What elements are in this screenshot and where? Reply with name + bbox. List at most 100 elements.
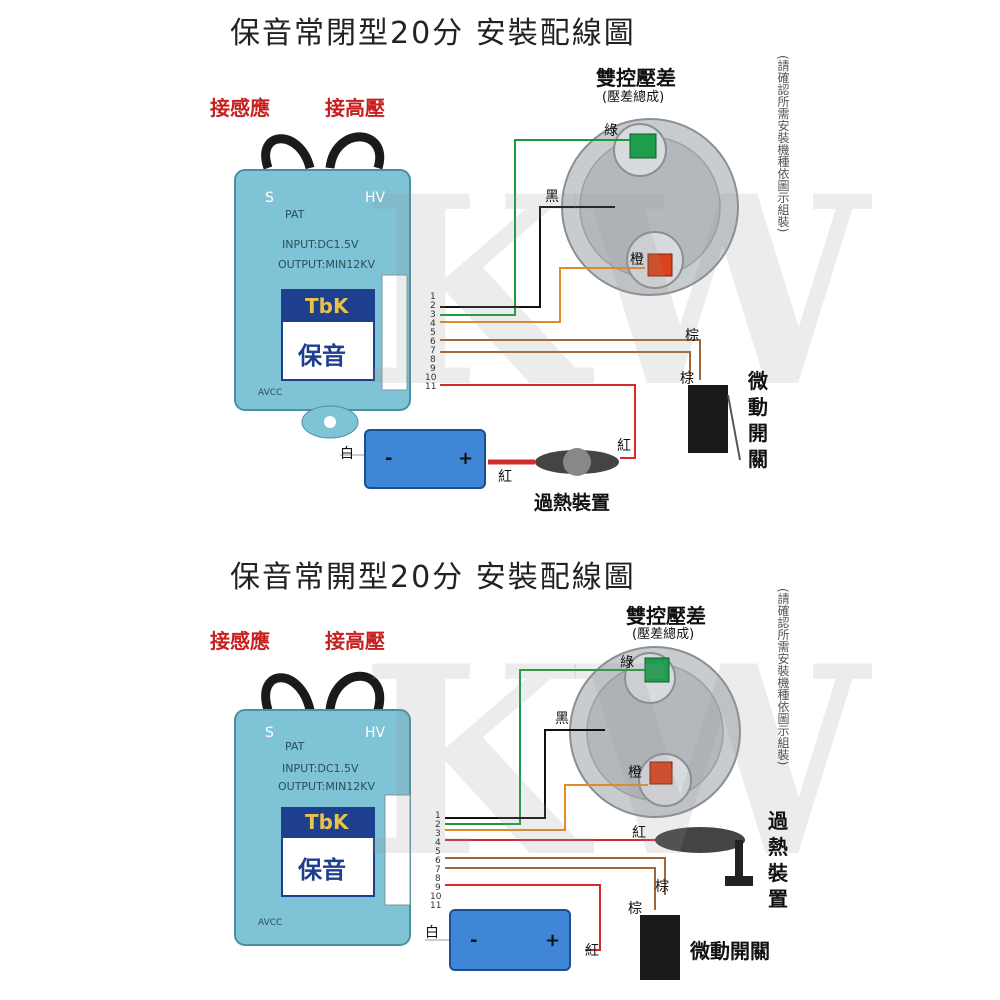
wire-label-black: 黑	[555, 711, 569, 727]
battery-plus: +	[545, 930, 561, 951]
wire-red-1	[440, 384, 636, 459]
wire-red-1	[445, 884, 601, 951]
pin-11: 11	[430, 901, 442, 911]
connector-block	[381, 274, 408, 391]
pin-9: 9	[430, 364, 436, 374]
pin-5: 5	[435, 847, 441, 857]
module-input: INPUT:DC1.5V	[282, 238, 359, 251]
overheat-label: 過熱裝置	[768, 809, 788, 911]
module-hv: HV	[365, 725, 386, 741]
orange-terminal	[647, 253, 673, 277]
side-note: (請確認所需安裝機種依圖示組裝)	[776, 588, 790, 766]
pressure-title: 雙控壓差	[626, 604, 706, 628]
wire-label-red-2: 紅	[632, 825, 646, 841]
pin-8: 8	[430, 355, 436, 365]
module-name: 保音	[298, 856, 346, 884]
pin-2: 2	[430, 301, 436, 311]
connector-block	[384, 794, 411, 906]
wire-label-orange: 橙	[630, 252, 644, 268]
hv-cables	[261, 671, 385, 712]
hv-cables	[261, 132, 385, 170]
battery-plus: +	[458, 448, 474, 469]
wire-label-white: 白	[340, 446, 354, 462]
orange-terminal	[649, 761, 673, 785]
hv-label: 接高壓	[325, 96, 385, 120]
wire-orange	[440, 267, 645, 323]
wire-orange	[445, 784, 648, 831]
wire-label-red-1: 紅	[617, 438, 631, 454]
pin-1: 1	[430, 292, 436, 302]
green-terminal	[644, 657, 670, 683]
watermark: KW	[360, 140, 869, 445]
module-name: 保音	[298, 342, 346, 370]
micro-switch	[640, 915, 680, 980]
microswitch-label: 微動開關	[748, 369, 768, 471]
wiring-panel-normally-closed: KW 保音常閉型20分 安裝配線圖 接感應 接高壓 雙控壓差 (壓差總成) (請…	[210, 16, 869, 514]
pin-1: 1	[435, 811, 441, 821]
pin-6: 6	[435, 856, 441, 866]
pin-3: 3	[430, 310, 436, 320]
wire-label-brown-2: 棕	[680, 371, 694, 387]
sensor-label: 接感應	[210, 96, 270, 120]
side-note: (請確認所需安裝機種依圖示組裝)	[776, 55, 790, 233]
green-terminal	[629, 133, 657, 159]
pin-2: 2	[435, 820, 441, 830]
overheat-device	[655, 827, 745, 853]
page-title: 保音常開型20分 安裝配線圖	[230, 560, 636, 595]
sensor-label: 接感應	[210, 629, 270, 653]
hv-label: 接高壓	[325, 629, 385, 653]
wire-label-brown-1: 棕	[685, 328, 699, 344]
wire-label-black: 黑	[545, 189, 559, 205]
wire-brown-1	[440, 339, 701, 380]
brand-box	[282, 808, 374, 838]
wire-label-green: 綠	[604, 123, 618, 139]
page-title: 保音常閉型20分 安裝配線圖	[230, 16, 636, 51]
wire-label-brown-2: 棕	[628, 901, 642, 917]
wire-black	[445, 729, 605, 819]
module-output: OUTPUT:MIN12KV	[278, 258, 376, 271]
module-brand: TbK	[305, 810, 349, 834]
module-avcc: AVCC	[258, 918, 283, 928]
pin-7: 7	[435, 865, 441, 875]
battery-box	[449, 909, 571, 971]
pin-5: 5	[430, 328, 436, 338]
wiring-panel-normally-open: KW 保音常開型20分 安裝配線圖 接感應 接高壓 雙控壓差 (壓差總成) (請…	[0, 540, 1000, 1000]
pressure-subtitle: (壓差總成)	[632, 627, 695, 642]
pin-8: 8	[435, 874, 441, 884]
module-output: OUTPUT:MIN12KV	[278, 780, 376, 793]
micro-switch	[688, 385, 728, 453]
pin-6: 6	[430, 337, 436, 347]
battery-minus: -	[470, 930, 478, 951]
overheat-label: 過熱裝置	[534, 492, 611, 514]
pressure-subtitle: (壓差總成)	[602, 90, 665, 105]
wiring-drawing	[234, 118, 741, 489]
module-hv: HV	[365, 190, 386, 206]
wire-label-orange: 橙	[628, 765, 642, 781]
module-pat: PAT	[285, 740, 305, 753]
module-s: S	[265, 725, 274, 741]
wire-green	[445, 669, 645, 825]
wire-label-green: 綠	[620, 655, 634, 671]
brand-box	[282, 290, 374, 322]
wire-label-white: 白	[425, 925, 439, 941]
wire-brown-2	[445, 867, 656, 910]
wire-green	[440, 139, 630, 316]
module-input: INPUT:DC1.5V	[282, 762, 359, 775]
battery-box	[364, 429, 486, 489]
module-pat: PAT	[285, 208, 305, 221]
wire-label-brown-1: 棕	[655, 879, 669, 895]
pin-4: 4	[430, 319, 436, 329]
battery-minus: -	[385, 448, 393, 469]
wiring-drawing	[234, 646, 753, 980]
pin-11: 11	[425, 382, 437, 392]
microswitch-label: 微動開關	[690, 939, 770, 963]
pressure-title: 雙控壓差	[596, 66, 676, 90]
pin-10: 10	[425, 373, 437, 383]
pin-3: 3	[435, 829, 441, 839]
wire-label-red-1: 紅	[585, 943, 599, 959]
pin-4: 4	[435, 838, 441, 848]
pin-9: 9	[435, 883, 441, 893]
wire-brown-1	[445, 857, 666, 895]
wire-black	[440, 206, 615, 308]
wire-brown-2	[440, 351, 691, 380]
